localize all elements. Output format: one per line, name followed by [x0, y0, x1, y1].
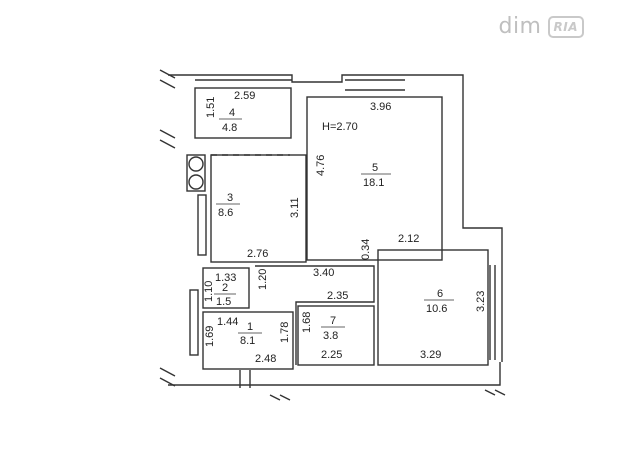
room-2-area: 1.5 — [216, 296, 231, 308]
room-1-number: 1 — [247, 321, 253, 333]
dim-1-33: 1.33 — [215, 272, 236, 284]
dim-1-20: 1.20 — [257, 269, 269, 290]
dimension-labels: 2.59 1.51 3.96 4.76 3.11 2.76 0.34 2.12 … — [203, 90, 487, 365]
dim-2-76: 2.76 — [247, 248, 268, 260]
dim-3-40: 3.40 — [313, 267, 334, 279]
dim-1-51: 1.51 — [205, 97, 217, 118]
room-2-number: 2 — [222, 282, 228, 294]
dim-1-68: 1.68 — [301, 312, 313, 333]
ceiling-height-label: H=2.70 — [322, 121, 358, 133]
watermark: dim RIA — [498, 14, 584, 39]
room-7-area: 3.8 — [323, 330, 338, 342]
room-6-area: 10.6 — [426, 303, 447, 315]
dim-3-23: 3.23 — [475, 291, 487, 312]
dim-4-76: 4.76 — [315, 155, 327, 176]
dim-1-69: 1.69 — [204, 326, 216, 347]
room-labels: 4 4.8 5 18.1 3 8.6 2 1.5 1 8.1 7 3.8 6 1… — [214, 107, 454, 347]
room-3-number: 3 — [227, 192, 233, 204]
dim-2-25: 2.25 — [321, 349, 342, 361]
dim-3-29: 3.29 — [420, 349, 441, 361]
dim-1-10: 1.10 — [203, 281, 215, 302]
dim-2-59: 2.59 — [234, 90, 255, 102]
dim-2-48: 2.48 — [255, 353, 276, 365]
dim-2-12: 2.12 — [398, 233, 419, 245]
watermark-badge: RIA — [547, 15, 584, 38]
dim-3-96: 3.96 — [370, 101, 391, 113]
room-4-number: 4 — [229, 107, 235, 119]
room-4-area: 4.8 — [222, 122, 237, 134]
room-1-area: 8.1 — [240, 335, 255, 347]
dim-1-78: 1.78 — [279, 322, 291, 343]
dim-1-44: 1.44 — [217, 316, 238, 328]
plan-walls — [159, 69, 506, 401]
room-5-number: 5 — [372, 162, 378, 174]
room-7-number: 7 — [330, 315, 336, 327]
watermark-brand: dim — [498, 14, 542, 39]
dim-0-34: 0.34 — [360, 239, 372, 260]
dim-2-35: 2.35 — [327, 290, 348, 302]
room-3-area: 8.6 — [218, 207, 233, 219]
dim-3-11: 3.11 — [289, 197, 301, 218]
room-5-area: 18.1 — [363, 177, 384, 189]
room-6-number: 6 — [437, 288, 443, 300]
